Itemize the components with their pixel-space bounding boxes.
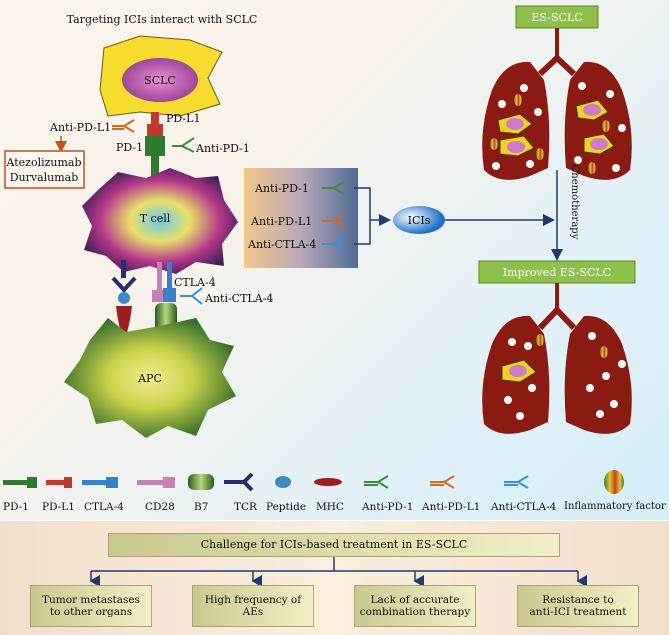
anti-pd1-icon: [364, 475, 389, 489]
ctla4-label: CTLA-4: [174, 276, 216, 289]
ici-box-antibodies: [322, 181, 345, 251]
pd1-label: PD-1: [116, 141, 143, 154]
anti-ctla4-antibody: [180, 287, 203, 305]
sclc-nucleus: [122, 58, 198, 102]
drug-1: Atezolizumab: [5, 156, 81, 169]
tcell-label: T cell: [140, 212, 171, 225]
pd1-receptor: [145, 136, 165, 156]
inflammatory-factor-icon: [604, 470, 624, 494]
ctla4-icon: [82, 477, 118, 488]
mhc: [116, 306, 132, 342]
lower-inflammatory-factors: [536, 334, 608, 358]
cd28-icon: [137, 477, 175, 488]
drug-2: Durvalumab: [10, 171, 79, 184]
challenge-title: Challenge for ICIs-based treatment in ES…: [108, 533, 560, 557]
challenge-item-3: Lack of accurate combination therapy: [354, 585, 476, 627]
ctla4-head: [163, 288, 176, 302]
apc-label: APC: [137, 372, 162, 385]
pd1-stalk: [151, 156, 159, 184]
pd1-icon: [3, 477, 37, 488]
diagram-svg: Targeting ICIs interact with SCLC SCLC P…: [3, 5, 636, 494]
cd28-head: [152, 290, 166, 302]
icis-ellipse: [393, 206, 445, 234]
pdl1-icon: [46, 477, 72, 488]
legend-label-anti-ctla4: Anti-CTLA-4: [491, 501, 557, 513]
tcr-complex: [111, 260, 137, 342]
tcr-icon: [224, 472, 254, 492]
peptide-icon: [275, 476, 291, 488]
challenge-connectors: [89, 557, 587, 587]
upper-white-spots: [492, 82, 626, 172]
icis-label: ICIs: [408, 214, 431, 227]
lower-tumor: [501, 359, 537, 383]
challenge-item-4: Resistance to anti-ICI treatment: [517, 585, 639, 627]
legend-label-tcr: TCR: [234, 501, 257, 513]
legend-icons: [3, 470, 624, 494]
cd28-stalk: [157, 262, 162, 292]
legend-label-anti-pd1: Anti-PD-1: [362, 501, 414, 513]
legend-label-cd28: CD28: [145, 501, 175, 513]
b7-icon: [188, 474, 214, 490]
legend-label-ctla4: CTLA-4: [84, 501, 124, 513]
legend-label-inflammatory-factor: Inflammatory factor: [564, 501, 666, 512]
legend-label-anti-pdl1: Anti-PD-L1: [422, 501, 481, 513]
ici-box-item-1: Anti-PD-1: [254, 182, 309, 195]
pdl1-label: PD-L1: [166, 112, 200, 125]
legend-label-peptide: Peptide: [266, 501, 307, 513]
anti-ctla4-icon: [504, 475, 529, 489]
legend-label-pdl1: PD-L1: [42, 501, 75, 513]
pdl1-head: [147, 124, 163, 136]
drug-box: [4, 150, 85, 189]
upper-tumors: [497, 99, 615, 157]
anti-pd1-label: Anti-PD-1: [195, 142, 250, 155]
anti-pdl1-label: Anti-PD-L1: [49, 121, 111, 134]
legend-label-b7: B7: [194, 501, 209, 513]
es-sclc-label: ES-SCLC: [531, 11, 582, 24]
challenge-item-1: Tumor metastases to other organs: [30, 585, 152, 627]
ctla4-stalk: [167, 262, 172, 290]
sclc-label: SCLC: [144, 74, 176, 87]
anti-pdl1-icon: [430, 475, 455, 489]
pdl1-receptor: [151, 112, 159, 124]
mhc-icon: [314, 478, 342, 486]
improved-label: Improved ES-SCLC: [503, 266, 611, 279]
upper-inflammatory-factors: [490, 94, 610, 174]
figure-title: Targeting ICIs interact with SCLC: [67, 13, 258, 26]
ici-bracket: [354, 187, 371, 245]
upper-lungs: [482, 55, 632, 180]
ici-box-item-3: Anti-CTLA-4: [247, 238, 316, 251]
legend-label-mhc: MHC: [316, 501, 344, 513]
anti-pd1-antibody: [172, 137, 195, 153]
challenge-panel: Challenge for ICIs-based treatment in ES…: [0, 521, 669, 635]
legend-label-pd1: PD-1: [3, 501, 29, 513]
lower-white-spots: [504, 332, 626, 420]
t-cell: [82, 168, 238, 274]
chemotherapy-label: Chemotherapy: [569, 165, 580, 240]
anti-pdl1-antibody: [112, 119, 135, 133]
challenge-item-2: High frequency of AEs: [192, 585, 314, 627]
ici-box-item-2: Anti-PD-L1: [250, 215, 312, 228]
apc-cell: [64, 318, 236, 438]
peptide: [118, 292, 130, 304]
anti-ctla4-label: Anti-CTLA-4: [204, 292, 273, 305]
